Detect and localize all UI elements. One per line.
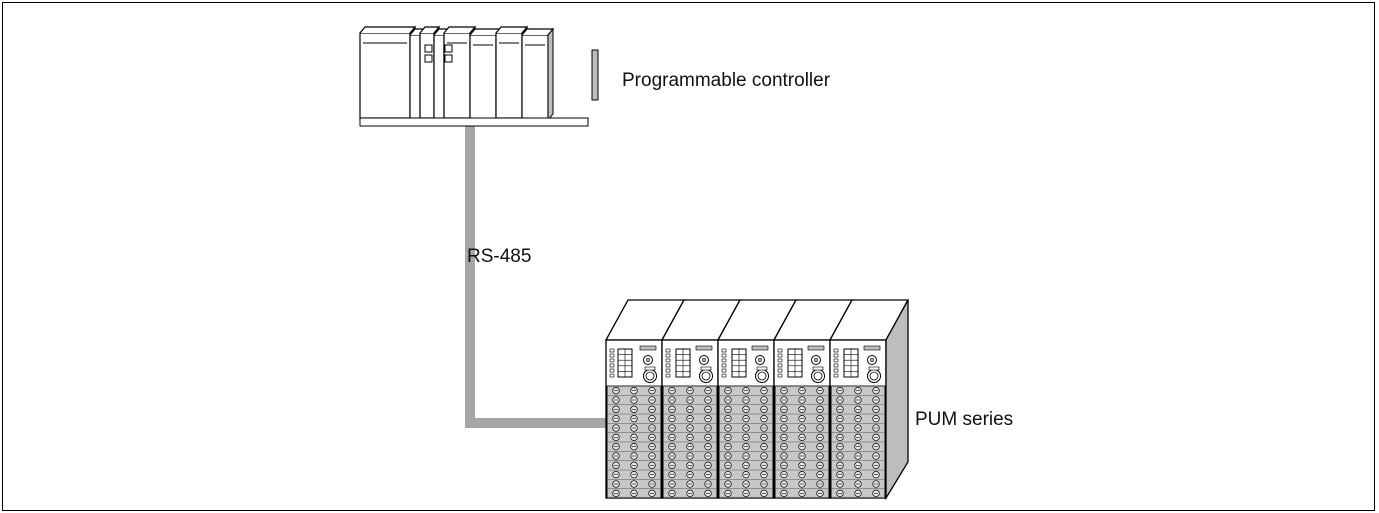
plc-port: [444, 54, 453, 63]
plc-port: [424, 44, 433, 53]
pum-led: [721, 348, 727, 353]
pum-led: [833, 358, 839, 363]
pum-led: [721, 353, 727, 358]
pum-led: [609, 373, 615, 378]
pum-module: [716, 299, 798, 499]
plc-port: [424, 54, 433, 63]
pum-label-strip: [695, 345, 713, 351]
pum-side-face: [885, 299, 909, 501]
pum-module: [660, 299, 742, 499]
pum-led: [665, 368, 671, 373]
pum-label-strip: [751, 345, 769, 351]
pum-led: [833, 353, 839, 358]
rs485-cable: [465, 122, 612, 428]
pum-label-strip: [639, 345, 657, 351]
pum-led: [777, 348, 783, 353]
pum-led: [665, 358, 671, 363]
plc-module: [359, 25, 417, 120]
plc-module: [521, 27, 555, 122]
pum-module: [604, 299, 686, 499]
plc-label: Programmable controller: [622, 70, 831, 91]
pum-led: [833, 348, 839, 353]
pum-led: [665, 373, 671, 378]
pum-led: [609, 358, 615, 363]
pum-label: PUM series: [915, 409, 1013, 430]
pum-label-strip: [863, 345, 881, 351]
plc-end-plate: [591, 49, 599, 101]
pum-led: [833, 363, 839, 368]
pum-module: [772, 299, 854, 499]
pum-led: [833, 368, 839, 373]
pum-led: [609, 368, 615, 373]
pum-led: [721, 363, 727, 368]
pum-led: [777, 358, 783, 363]
plc-port: [444, 44, 453, 53]
pum-led: [777, 373, 783, 378]
pum-led: [721, 358, 727, 363]
pum-led: [609, 348, 615, 353]
pum-led: [721, 373, 727, 378]
plc-base: [359, 117, 589, 127]
pum-led: [609, 353, 615, 358]
pum-series-device: [604, 299, 910, 501]
pum-led: [665, 363, 671, 368]
programmable-controller-device: [359, 25, 599, 127]
pum-led: [777, 363, 783, 368]
pum-led: [777, 353, 783, 358]
pum-led: [665, 353, 671, 358]
pum-led: [721, 368, 727, 373]
pum-led: [609, 363, 615, 368]
pum-led: [833, 373, 839, 378]
pum-led: [777, 368, 783, 373]
rs485-label: RS-485: [467, 246, 531, 267]
pum-label-strip: [807, 345, 825, 351]
pum-led: [665, 348, 671, 353]
